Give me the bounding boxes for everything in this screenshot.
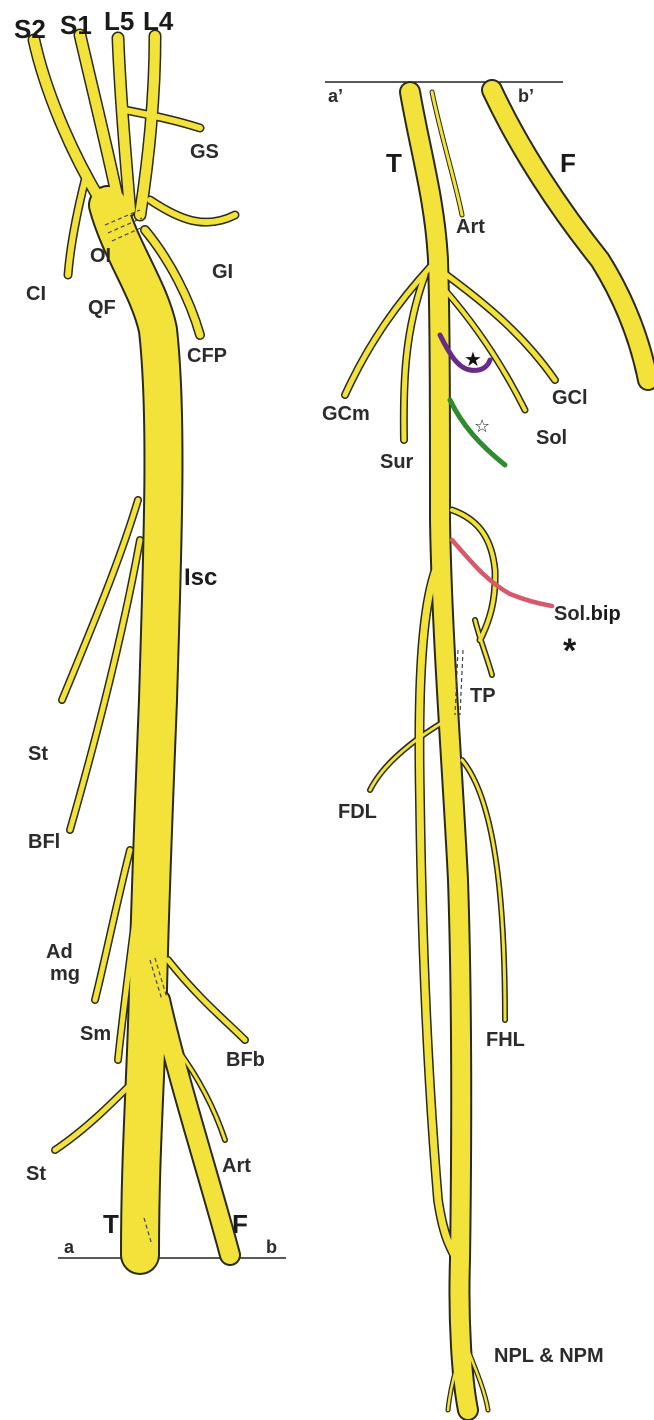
label-fdl: FDL bbox=[338, 801, 377, 823]
label-isc: Isc bbox=[184, 564, 217, 591]
asterisk-mark: * bbox=[563, 632, 577, 670]
label-f: F bbox=[232, 1209, 248, 1239]
cut-label-b: b bbox=[266, 1237, 277, 1257]
cut-label-b-prime: b’ bbox=[518, 86, 534, 106]
label-gcl: GCl bbox=[552, 387, 588, 409]
label-qf: QF bbox=[88, 297, 116, 319]
label-t-right: T bbox=[386, 148, 402, 178]
root-label-s2: S2 bbox=[14, 14, 46, 44]
label-sol: Sol bbox=[536, 427, 567, 449]
root-label-l5: L5 bbox=[104, 6, 134, 36]
filled-star-symbol: ★ bbox=[464, 347, 482, 371]
label-mg: mg bbox=[50, 963, 80, 985]
label-sm: Sm bbox=[80, 1023, 111, 1045]
label-bfb: BFb bbox=[226, 1049, 265, 1071]
label-st-lower: St bbox=[26, 1163, 46, 1185]
label-ci: CI bbox=[26, 283, 46, 305]
label-sur: Sur bbox=[380, 451, 414, 473]
label-bfl: BFl bbox=[28, 831, 60, 853]
label-tp: TP bbox=[470, 685, 496, 707]
label-sol-bip: Sol.bip bbox=[554, 603, 621, 625]
root-label-s1: S1 bbox=[60, 10, 92, 40]
left-panel: S2 S1 L5 L4 GS GI CI OI QF CFP Isc St BF… bbox=[14, 6, 286, 1258]
label-f-right: F bbox=[560, 148, 576, 178]
label-cfp: CFP bbox=[187, 345, 227, 367]
root-label-l4: L4 bbox=[143, 6, 174, 36]
right-nerve-outlines bbox=[345, 90, 648, 1410]
right-panel: a’ b’ T F Art GCm GCl Sur Sol Sol.bip * … bbox=[322, 82, 648, 1410]
label-sol-bip-bold: bip bbox=[591, 603, 621, 625]
label-t: T bbox=[103, 1209, 119, 1239]
label-fhl: FHL bbox=[486, 1029, 525, 1051]
label-st-upper: St bbox=[28, 743, 48, 765]
right-nerve-fills bbox=[345, 90, 648, 1410]
label-gcm: GCm bbox=[322, 403, 370, 425]
label-art-right: Art bbox=[456, 216, 485, 238]
root-l4 bbox=[140, 36, 155, 215]
label-npl-npm: NPL & NPM bbox=[494, 1345, 604, 1367]
pink-highlight-branch bbox=[452, 540, 552, 606]
label-gs: GS bbox=[190, 141, 219, 163]
open-star-symbol: ☆ bbox=[474, 416, 490, 437]
label-ad: Ad bbox=[46, 941, 73, 963]
label-sol-bip-plain: Sol. bbox=[554, 603, 591, 625]
cut-label-a-prime: a’ bbox=[328, 86, 343, 106]
branch-bfb bbox=[168, 960, 245, 1040]
label-gi: GI bbox=[212, 261, 233, 283]
branch-gs bbox=[125, 110, 200, 128]
label-oi: OI bbox=[90, 245, 111, 267]
cut-label-a: a bbox=[64, 1237, 75, 1257]
label-art: Art bbox=[222, 1155, 251, 1177]
